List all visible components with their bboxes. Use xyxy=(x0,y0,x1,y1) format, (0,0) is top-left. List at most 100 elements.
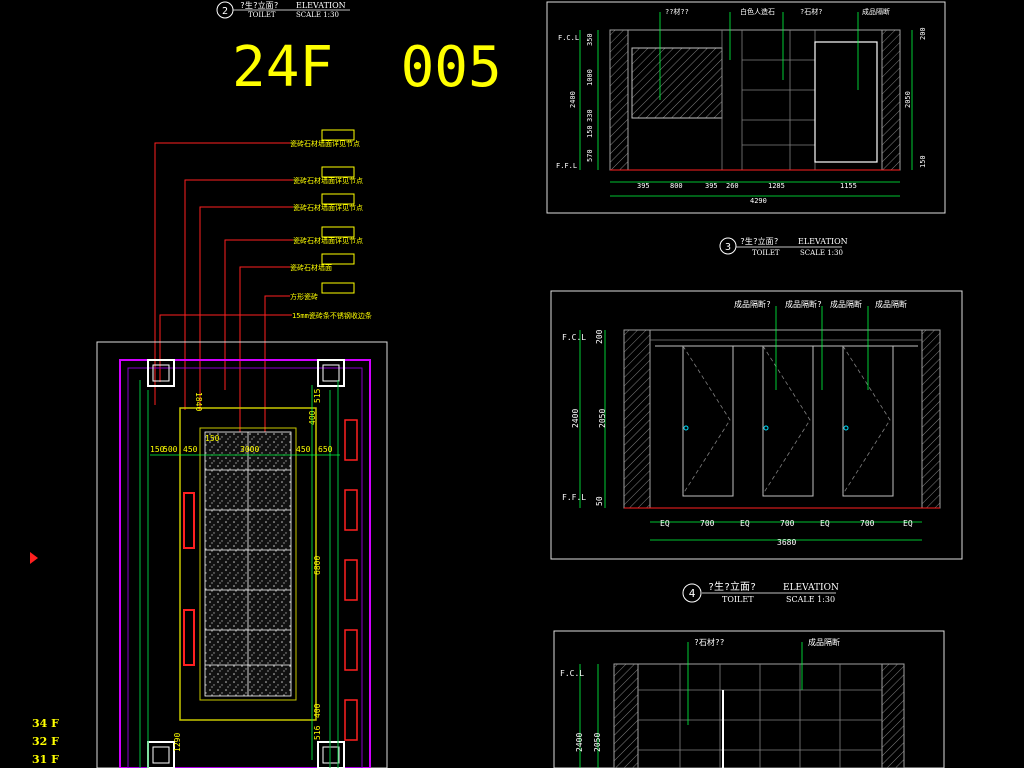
label-cn: ?生?立面? xyxy=(708,580,756,593)
elev4-hdim: EQ xyxy=(660,519,670,528)
legend-tag-box xyxy=(321,226,355,238)
legend-label: 方形瓷砖 xyxy=(290,292,318,301)
elev3-note: 白色人造石 xyxy=(740,7,775,16)
plan-header-cn: ?生?立面? xyxy=(240,0,279,10)
label-sub1: TOILET xyxy=(752,249,780,257)
legend-item: 瓷砖石材墙面详见节点 xyxy=(224,226,363,390)
elev3-hdim: 260 xyxy=(726,182,739,190)
legend-callouts: 瓷砖石材墙面详见节点瓷砖石材墙面详见节点瓷砖石材墙面详见节点瓷砖石材墙面详见节点… xyxy=(154,129,372,510)
legend-item: 方形瓷砖 xyxy=(264,282,355,455)
red-fixture xyxy=(183,609,195,666)
elev4-hdim: EQ xyxy=(740,519,750,528)
elev3-vdim: 570 xyxy=(586,149,594,162)
elev4-vdim: 200 xyxy=(595,329,604,344)
elevation-4: 成品隔断? 成品隔断? 成品隔断 成品隔断 F.C.L F.F.L 200 20… xyxy=(550,290,963,560)
elev4-vdim: 2050 xyxy=(598,409,607,428)
plan-dim: 150 xyxy=(205,434,220,443)
elev4-hdim: 700 xyxy=(860,519,875,528)
label-sub2: SCALE 1:30 xyxy=(800,249,843,257)
elev5-vdim: 2050 xyxy=(593,733,602,752)
plan-dim: 516 xyxy=(313,725,322,740)
elev4-vdim: 50 xyxy=(595,496,604,506)
column xyxy=(147,741,175,768)
elev4-hdim: 700 xyxy=(700,519,715,528)
plan-header-num: 2 xyxy=(222,6,228,17)
elev4-note: 成品隔断? xyxy=(785,299,822,309)
legend-label: 瓷砖石材墙面详见节点 xyxy=(293,236,363,245)
elev3-vdim: 150 xyxy=(586,125,594,138)
elev4-htotal: 3680 xyxy=(777,538,796,547)
plan-dim: 3000 xyxy=(240,445,259,454)
elev3-hdim: 395 xyxy=(637,182,650,190)
elevation-4-label: 4 ?生?立面? TOILET ELEVATION SCALE 1:30 xyxy=(682,580,839,604)
plan-dim: 450 xyxy=(296,445,311,454)
legend-tag-box xyxy=(321,166,355,178)
plan-dim: 450 xyxy=(183,445,198,454)
elev3-hdim: 800 xyxy=(670,182,683,190)
elev4-fcl-label: F.C.L xyxy=(562,333,586,342)
elev5-vdim-total: 2400 xyxy=(575,733,584,752)
legend-item: 瓷砖石材墙面详见节点 xyxy=(184,166,363,410)
elev3-vdim: 350 xyxy=(586,33,594,46)
legend-label: 瓷砖石材墙面 xyxy=(290,263,332,272)
elev3-note: ??材?? xyxy=(665,7,689,16)
elev4-vdim-total: 2400 xyxy=(571,409,580,428)
elev4-note: 成品隔断 xyxy=(875,299,907,309)
label-cn: ?生?立面? xyxy=(740,236,779,246)
elev4-hdim: EQ xyxy=(820,519,830,528)
elev3-vdim-total: 2400 xyxy=(569,91,577,108)
plan-dim: 515 xyxy=(313,388,322,403)
floor-label: 31 F xyxy=(32,753,59,766)
elev3-htotal: 4290 xyxy=(750,197,767,205)
legend-item: 15mm瓷砖条不锈钢收边条 xyxy=(159,311,372,382)
label-sub1: TOILET xyxy=(722,595,754,604)
elev5-note: ?石材?? xyxy=(694,637,725,647)
elev4-hdim: EQ xyxy=(903,519,913,528)
plan-header-sub1: TOILET xyxy=(248,11,276,19)
legend-tag-box xyxy=(321,282,355,294)
elev3-note: ?石材? xyxy=(800,7,822,16)
legend-tag-box xyxy=(321,193,355,205)
legend-tag-box xyxy=(321,253,355,265)
elev3-vdim: 150 xyxy=(919,155,927,168)
plan-dim: 150 xyxy=(150,445,165,454)
elevation-5: ?石材?? 成品隔断 F.C.L 2050 2400 xyxy=(553,630,945,768)
red-fixture xyxy=(183,492,195,549)
plan-dim: 6800 xyxy=(313,556,322,575)
label-en: ELEVATION xyxy=(798,237,848,246)
legend-label: 瓷砖石材墙面详见节点 xyxy=(293,203,363,212)
elev4-hdim: 700 xyxy=(780,519,795,528)
elev5-fcl-label: F.C.L xyxy=(560,669,584,678)
plan-dim: 650 xyxy=(318,445,333,454)
legend-tag-box xyxy=(321,129,355,141)
plan-dim: 1840 xyxy=(194,392,203,411)
label-en: ELEVATION xyxy=(783,583,839,593)
elev4-note: 成品隔断? xyxy=(734,299,771,309)
column xyxy=(317,359,345,387)
elev3-fcl-label: F.C.L xyxy=(558,34,579,42)
elevation-3: ??材?? 白色人造石 ?石材? 成品隔断 F.C.L F.F.L 350 10… xyxy=(546,1,946,214)
legend-item: 瓷砖石材墙面详见节点 xyxy=(154,129,360,405)
arrow-marker xyxy=(30,552,38,564)
legend-label: 15mm瓷砖条不锈钢收边条 xyxy=(292,311,372,320)
label-num: 4 xyxy=(689,587,696,600)
plan-header-en: ELEVATION xyxy=(296,1,346,10)
toilet-plan: 150 500 150 450 3000 450 650 1840 400 51… xyxy=(30,341,388,768)
plan-dim: 400 xyxy=(313,703,322,718)
plan-header-sub2: SCALE 1:30 xyxy=(296,11,339,19)
elev3-note: 成品隔断 xyxy=(862,7,890,16)
elev4-note: 成品隔断 xyxy=(830,299,862,309)
floor-label: 34 F xyxy=(32,717,59,730)
elev5-note: 成品隔断 xyxy=(808,637,840,647)
elevation-3-label: 3 ?生?立面? TOILET ELEVATION SCALE 1:30 xyxy=(719,236,848,257)
plan-dim: 1290 xyxy=(173,733,182,752)
plan-dim: 400 xyxy=(308,410,317,425)
elev3-ffl-label: F.F.L xyxy=(556,162,577,170)
legend-label: 瓷砖石材墙面详见节点 xyxy=(293,176,363,185)
elev3-vdim: 1000 xyxy=(586,69,594,86)
elev3-hdim: 395 xyxy=(705,182,718,190)
floor-label: 32 F xyxy=(32,735,59,748)
plan-header: 2 ?生?立面? TOILET ELEVATION SCALE 1:30 xyxy=(216,0,350,19)
elev3-vdim: 200 xyxy=(919,27,927,40)
